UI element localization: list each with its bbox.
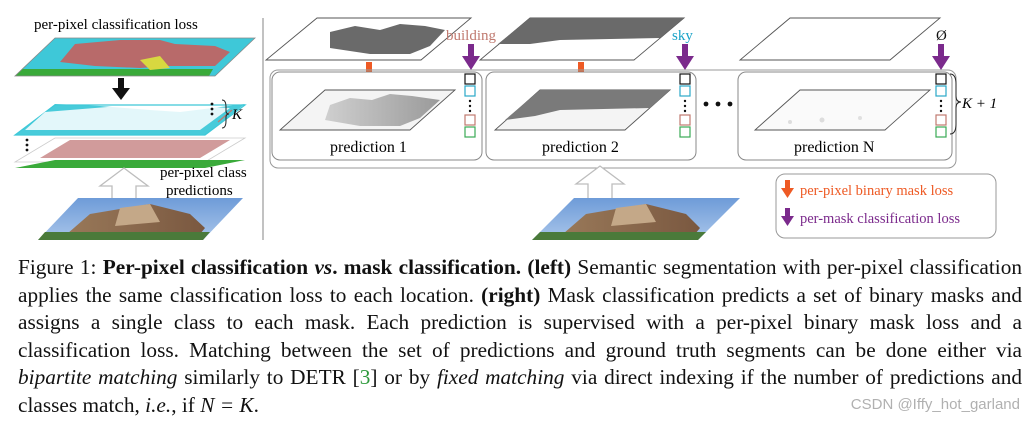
caption-title-end: . mask classification. <box>332 255 522 279</box>
k-plus-one-label: K + 1 <box>961 96 997 112</box>
left-down-arrow <box>112 78 130 100</box>
class-label-empty: Ø <box>936 28 947 44</box>
gt-mask-sky <box>478 17 686 61</box>
caption-ie: i.e. <box>145 392 172 417</box>
class-prob-boxes-1 <box>464 73 476 138</box>
caption-text-6: , if <box>171 392 195 417</box>
prediction-n-mask <box>753 89 932 131</box>
class-prob-boxes-n <box>935 73 947 138</box>
caption-text-2: Mask classification predicts a set of bi… <box>18 282 1022 362</box>
class-prob-boxes-2 <box>679 73 691 138</box>
left-k-label: K <box>231 107 243 123</box>
caption-text-7: . <box>253 392 259 417</box>
legend-mask-loss-label: per-pixel binary mask loss <box>800 183 953 199</box>
figure-diagram: per-pixel classification loss K per-pixe… <box>13 17 997 240</box>
right-input-image <box>532 198 740 240</box>
left-title: per-pixel classification loss <box>34 17 198 33</box>
legend-mask-loss: per-pixel binary mask loss <box>781 180 953 199</box>
caption-right-tag: (right) <box>481 282 541 307</box>
prediction-label-2: prediction 2 <box>542 139 619 156</box>
caption-fig-label: Figure 1: <box>18 255 97 279</box>
caption-text-5: via direct indexing if the number of pre… <box>18 365 1023 417</box>
prediction-label-n: prediction N <box>794 139 875 156</box>
caption-left-tag: (left) <box>527 255 572 279</box>
figure-caption: Figure 1: Per-pixel classification vs. m… <box>18 254 1022 419</box>
prediction-1-mask <box>278 89 457 131</box>
caption-title-vs: vs <box>314 255 333 279</box>
k-plus-one-brace <box>949 73 962 135</box>
class-loss-arrows <box>462 44 950 70</box>
prediction-2-mask <box>493 89 672 131</box>
caption-title: Per-pixel classification <box>102 255 309 279</box>
prediction-label-1: prediction 1 <box>330 139 407 156</box>
gt-mask-building <box>264 17 473 61</box>
prediction-ellipsis <box>703 101 733 107</box>
caption-equation: N = K <box>200 392 254 417</box>
left-input-image <box>38 198 243 240</box>
class-label-sky: sky <box>672 28 693 44</box>
left-prediction-stack <box>13 102 247 168</box>
legend-class-loss-label: per-mask classification loss <box>800 211 960 227</box>
gt-mask-empty <box>738 17 942 61</box>
class-label-building: building <box>446 28 497 44</box>
left-k-brace <box>221 99 230 129</box>
caption-text-4: ] or by <box>370 365 431 389</box>
legend-box <box>775 173 997 239</box>
caption-citation-link[interactable]: 3 <box>359 365 371 389</box>
caption-fixed: fixed matching <box>436 365 565 389</box>
legend-class-loss: per-mask classification loss <box>781 208 960 227</box>
left-gt-layer <box>13 37 257 77</box>
caption-bipartite: bipartite matching <box>18 365 178 389</box>
watermark: CSDN @Iffy_hot_garland <box>850 396 1020 413</box>
caption-text-1: Semantic segmentation with per-pixel cla… <box>18 255 1023 307</box>
left-class-pred-label: per-pixel class <box>160 165 247 181</box>
caption-text-3: similarly to DETR [ <box>184 365 360 389</box>
left-class-pred-label-2: predictions <box>166 183 233 199</box>
